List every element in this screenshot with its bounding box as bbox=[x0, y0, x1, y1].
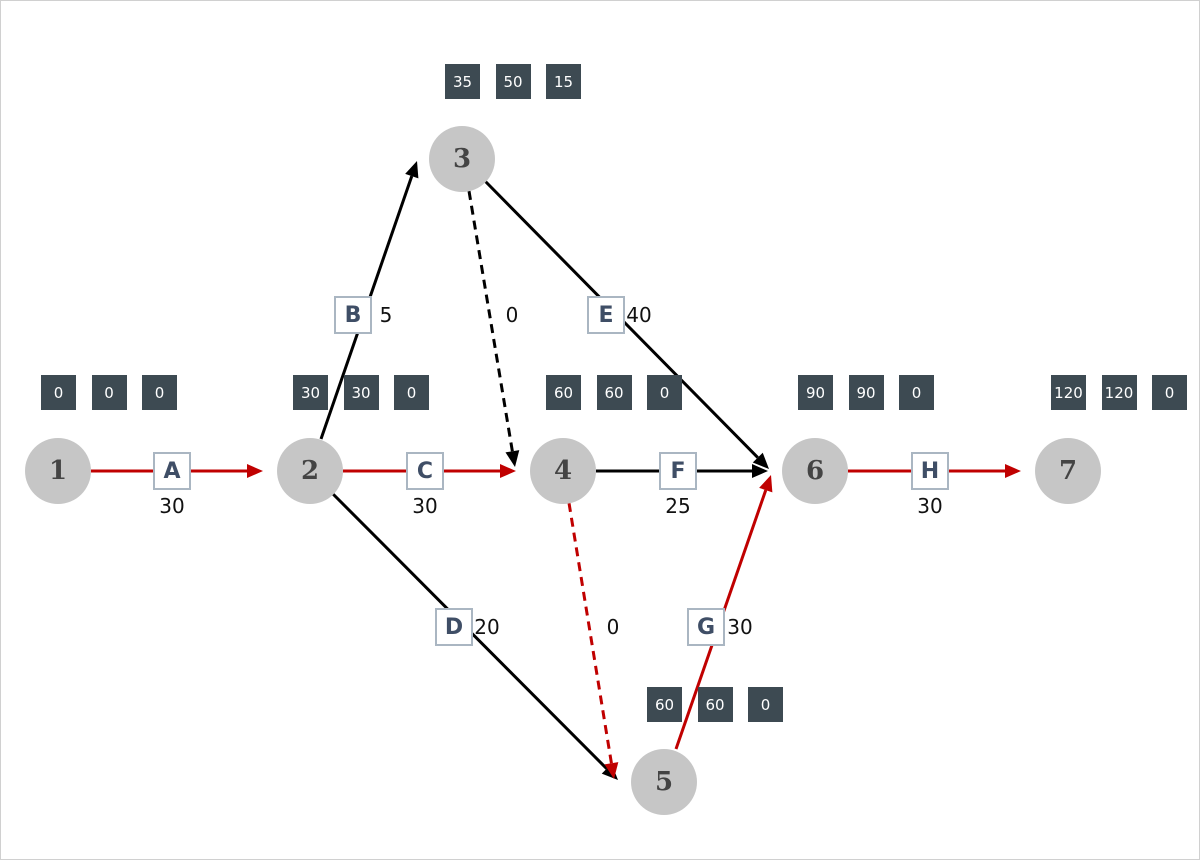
dummy-arrow-4-5 bbox=[567, 502, 613, 764]
activity-duration: 30 bbox=[412, 494, 438, 518]
slack-box: 0 bbox=[142, 375, 177, 410]
slack-box: 0 bbox=[748, 687, 783, 722]
arrowhead-icon bbox=[759, 475, 773, 493]
event-node-1: 1 bbox=[25, 438, 91, 504]
arrowhead-icon bbox=[604, 762, 619, 779]
arrowhead-icon bbox=[752, 464, 768, 478]
slack-box: 0 bbox=[647, 375, 682, 410]
activity-duration: 20 bbox=[474, 615, 500, 639]
latest-time-box: 60 bbox=[596, 375, 632, 410]
latest-time-box: 60 bbox=[697, 687, 733, 722]
event-node-7: 7 bbox=[1035, 438, 1101, 504]
activity-label-H: H bbox=[911, 452, 949, 490]
activity-duration: 0 bbox=[606, 615, 620, 639]
arrowhead-icon bbox=[500, 464, 516, 478]
event-node-5: 5 bbox=[631, 749, 697, 815]
latest-time-box: 30 bbox=[343, 375, 379, 410]
activity-label-A: A bbox=[153, 452, 191, 490]
earliest-time-box: 30 bbox=[293, 375, 328, 410]
latest-time-box: 90 bbox=[848, 375, 884, 410]
activity-duration: 30 bbox=[727, 615, 753, 639]
activity-duration: 5 bbox=[379, 303, 393, 327]
activity-duration: 30 bbox=[917, 494, 943, 518]
latest-time-box: 120 bbox=[1101, 375, 1137, 410]
earliest-time-box: 0 bbox=[41, 375, 76, 410]
arrowhead-icon bbox=[405, 161, 419, 179]
activity-label-B: B bbox=[334, 296, 372, 334]
event-node-4: 4 bbox=[530, 438, 596, 504]
arrowhead-icon bbox=[1005, 464, 1021, 478]
activity-duration: 30 bbox=[159, 494, 185, 518]
slack-box: 0 bbox=[1152, 375, 1187, 410]
activity-label-E: E bbox=[587, 296, 625, 334]
slack-box: 15 bbox=[546, 64, 581, 99]
arrowhead-icon bbox=[505, 450, 520, 467]
arrowhead-icon bbox=[247, 464, 263, 478]
earliest-time-box: 60 bbox=[647, 687, 682, 722]
event-node-2: 2 bbox=[277, 438, 343, 504]
slack-box: 0 bbox=[899, 375, 934, 410]
event-node-6: 6 bbox=[782, 438, 848, 504]
activity-label-G: G bbox=[687, 608, 725, 646]
activity-duration: 0 bbox=[505, 303, 519, 327]
activity-duration: 25 bbox=[665, 494, 691, 518]
slack-box: 0 bbox=[394, 375, 429, 410]
activity-label-C: C bbox=[406, 452, 444, 490]
activity-label-F: F bbox=[659, 452, 697, 490]
activity-duration: 40 bbox=[626, 303, 652, 327]
event-node-3: 3 bbox=[429, 126, 495, 192]
earliest-time-box: 60 bbox=[546, 375, 581, 410]
latest-time-box: 0 bbox=[91, 375, 127, 410]
earliest-time-box: 120 bbox=[1051, 375, 1086, 410]
latest-time-box: 50 bbox=[495, 64, 531, 99]
arrowhead-icon bbox=[752, 452, 769, 469]
earliest-time-box: 90 bbox=[798, 375, 833, 410]
activity-label-D: D bbox=[435, 608, 473, 646]
earliest-time-box: 35 bbox=[445, 64, 480, 99]
